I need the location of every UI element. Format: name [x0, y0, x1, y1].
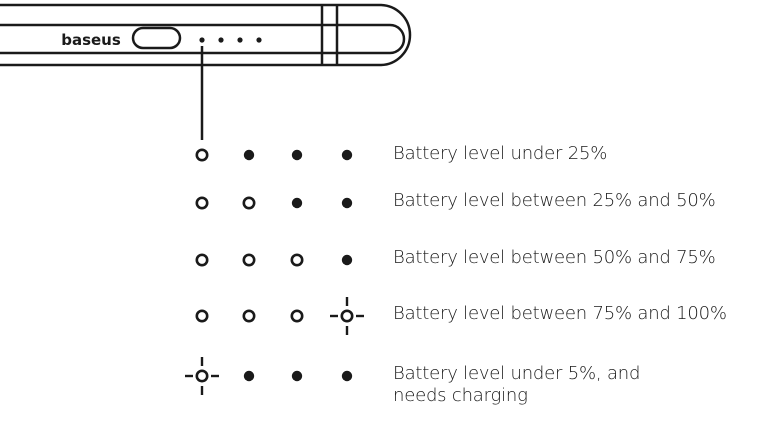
filled-dot-icon [341, 370, 353, 382]
hollow-circle-icon [242, 309, 256, 323]
filled-dot-icon [291, 370, 303, 382]
hollow-circle-icon [195, 309, 209, 323]
legend-row [185, 357, 353, 395]
filled-dot-icon [341, 254, 353, 266]
filled-dot-icon [291, 149, 303, 161]
hollow-circle-icon [242, 253, 256, 267]
device-outer-outline [0, 3, 412, 67]
legend-row [195, 297, 364, 335]
legend-label: Battery level between 75% and 100% [393, 303, 727, 325]
hollow-circle-icon [290, 253, 304, 267]
flashing-circle-icon [330, 297, 364, 335]
legend-label-line: needs charging [393, 385, 528, 406]
filled-dot-icon [341, 197, 353, 209]
hollow-circle-icon [195, 148, 209, 162]
legend-label-line: Battery level under 5%, and [393, 363, 641, 384]
filled-dot-icon [291, 197, 303, 209]
device-indicator-dot [237, 37, 243, 43]
hollow-circle-icon [242, 196, 256, 210]
filled-dot-icon [341, 149, 353, 161]
legend-row [195, 196, 353, 210]
power-button [131, 26, 182, 50]
device-indicator-dot [218, 37, 224, 43]
legend-row [195, 253, 353, 267]
legend-label-line: Battery level under 25% [393, 143, 608, 164]
legend-label-line: Battery level between 75% and 100% [393, 303, 727, 324]
device-indicator-leds [199, 37, 262, 43]
filled-dot-icon [243, 370, 255, 382]
brand-logo: baseus [61, 31, 121, 49]
hollow-circle-icon [195, 253, 209, 267]
legend-label-line: Battery level between 25% and 50% [393, 190, 716, 211]
device-indicator-dot [199, 37, 205, 43]
hollow-circle-icon [290, 309, 304, 323]
led-legend-grid [185, 148, 364, 395]
device-inner-outline [0, 23, 406, 55]
filled-dot-icon [243, 149, 255, 161]
legend-label-line: Battery level between 50% and 75% [393, 247, 716, 268]
legend-label: Battery level under 5%, and needs chargi… [393, 363, 640, 407]
legend-label: Battery level between 25% and 50% [393, 190, 716, 212]
hollow-circle-icon [195, 196, 209, 210]
device-indicator-dot [256, 37, 262, 43]
legend-row [195, 148, 353, 162]
legend-label: Battery level between 50% and 75% [393, 247, 716, 269]
flashing-circle-icon [185, 357, 219, 395]
legend-label: Battery level under 25% [393, 143, 607, 165]
power-bank-device [0, 3, 412, 67]
